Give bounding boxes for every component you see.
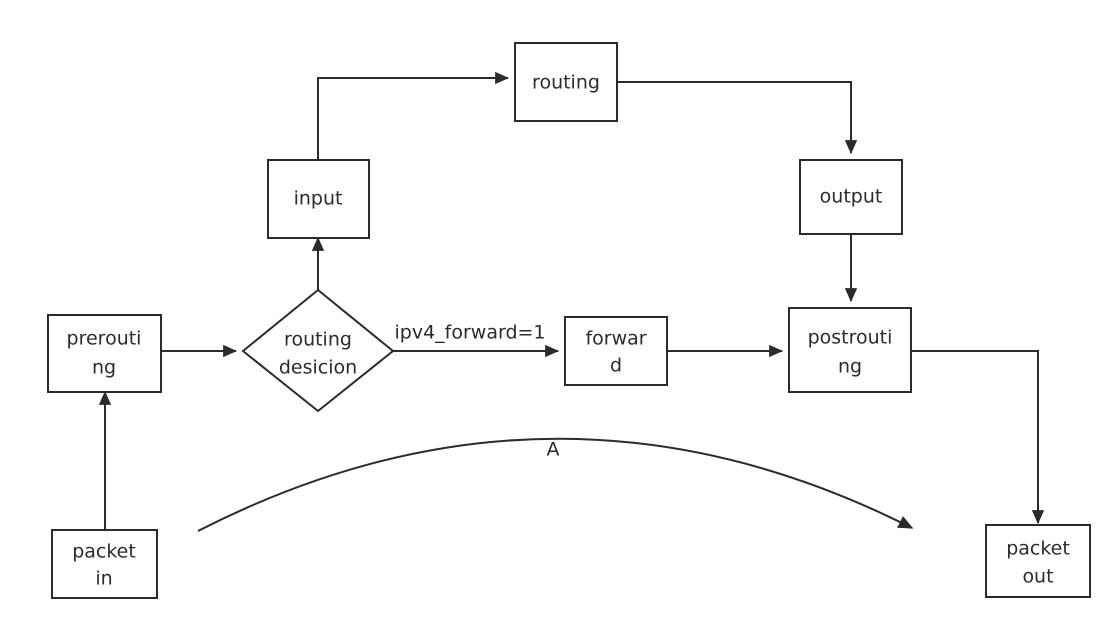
node-packet-out-label-line1: packet (1006, 538, 1070, 560)
edge-routing-to-output (617, 81, 858, 155)
node-routing-desicion-label-line2: desicion (279, 357, 357, 379)
node-output[interactable]: output (799, 159, 903, 235)
node-packet-in-label-line2: in (95, 568, 112, 590)
node-routing-box[interactable] (514, 42, 618, 122)
node-input-box[interactable] (267, 159, 370, 239)
node-input[interactable]: input (267, 159, 370, 239)
edge-postrouting-to-packet-out (911, 350, 1045, 525)
node-forward-box[interactable] (564, 316, 668, 386)
node-prerouting-label-line2: ng (92, 357, 116, 379)
node-packet-in[interactable]: packet in (51, 529, 158, 599)
node-prerouting-label-line1: prerouti (67, 328, 142, 350)
node-packet-in-label-line1: packet (72, 541, 136, 563)
edge-curve-a (197, 437, 914, 532)
node-prerouting-box[interactable] (47, 314, 162, 393)
node-postrouting-label-line1: postrouti (808, 327, 893, 349)
node-postrouting[interactable]: postrouti ng (788, 307, 912, 393)
node-postrouting-box[interactable] (788, 307, 912, 393)
node-input-label: input (294, 188, 343, 210)
node-routing-desicion-label-line1: routing (284, 329, 352, 351)
node-routing-desicion-diamond[interactable] (241, 288, 395, 413)
node-packet-in-box[interactable] (51, 529, 158, 599)
node-output-label: output (820, 186, 883, 208)
node-routing[interactable]: routing (514, 42, 618, 122)
node-packet-out-label-line2: out (1022, 566, 1053, 588)
node-routing-desicion[interactable]: routing desicion (241, 288, 395, 413)
node-packet-out-box[interactable] (985, 524, 1091, 598)
node-forward-label-line2: d (610, 355, 622, 377)
edge-label-curve-a: A (547, 439, 560, 461)
node-forward-label-line1: forwar (585, 328, 646, 350)
node-output-box[interactable] (799, 159, 903, 235)
node-postrouting-label-line2: ng (838, 356, 862, 378)
node-forward[interactable]: forwar d (564, 316, 668, 386)
node-prerouting[interactable]: prerouti ng (47, 314, 162, 393)
node-routing-label: routing (532, 72, 600, 94)
edge-label-ipv4-forward: ipv4_forward=1 (394, 322, 545, 344)
node-packet-out[interactable]: packet out (985, 524, 1091, 598)
edge-input-to-routing (317, 71, 510, 160)
